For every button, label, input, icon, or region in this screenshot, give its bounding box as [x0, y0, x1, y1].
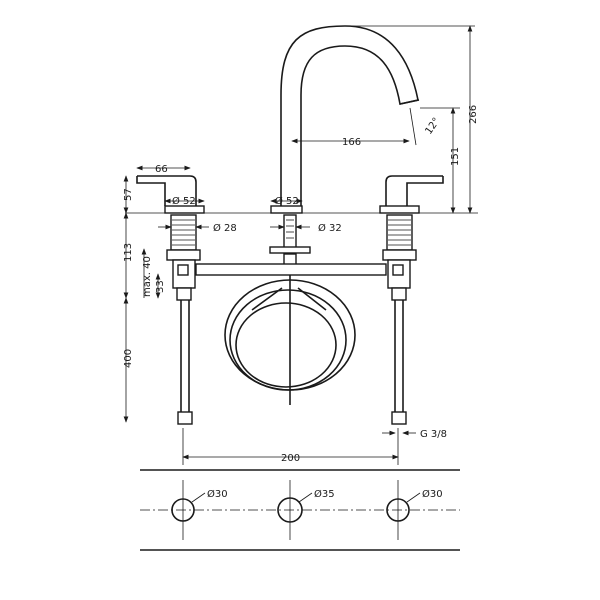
spout: [269, 25, 420, 269]
dim-total-height: 266: [468, 105, 479, 124]
dim-spout-escutcheon: Ø 52: [275, 195, 299, 207]
dimensions: 66 57 Ø 52 Ø 52 Ø 28 Ø 32 113 max. 40 33…: [123, 25, 479, 465]
dim-thread: G 3/8: [420, 429, 447, 440]
dim-hose-length: 400: [123, 349, 134, 368]
dim-handle-length: 66: [155, 164, 168, 175]
dim-spout-shank: Ø 32: [318, 222, 342, 234]
dim-center-distance: 200: [281, 453, 300, 464]
dim-spout-reach: 166: [342, 137, 361, 148]
hole-plan: Ø30 Ø35 Ø30: [140, 469, 460, 551]
dim-outlet-height: 151: [450, 147, 461, 166]
right-handle-valve: [379, 175, 444, 425]
dim-connector-height: 33: [155, 280, 166, 293]
dim-spout-angle: 12°: [423, 116, 442, 137]
dim-handle-height: 57: [123, 188, 134, 201]
left-handle-valve: [136, 175, 205, 425]
dim-handle-escutcheon: Ø 52: [172, 195, 196, 207]
dim-max-deck: max. 40: [142, 256, 153, 297]
hole-center-label: Ø35: [314, 488, 335, 500]
hole-right-label: Ø30: [422, 488, 443, 500]
hose-assembly: [195, 263, 387, 405]
dim-valve-body: Ø 28: [213, 222, 237, 234]
hole-left-label: Ø30: [207, 488, 228, 500]
dim-mount-length: 113: [123, 243, 134, 262]
